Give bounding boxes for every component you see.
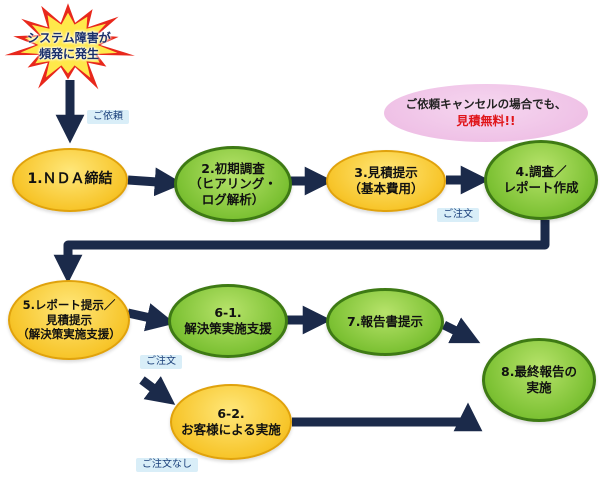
step-1-label: 1.ＮＤＡ締結 xyxy=(27,171,113,188)
step-7-report-submission: 7.報告書提示 xyxy=(326,288,444,356)
free-estimate-emphasis: 見積無料!! xyxy=(456,113,516,128)
step-8-detail: 実施 xyxy=(526,380,552,395)
explosion-burst-core xyxy=(20,12,118,78)
step-2-detail-1: （ヒアリング・ xyxy=(189,176,277,192)
step-5-detail-1: 見積提示 xyxy=(46,312,92,327)
step-8-title: 8.最終報告の xyxy=(501,364,577,380)
arrow-customer-implementation-to-final-report xyxy=(292,402,483,432)
step-6-2-customer-implementation: 6-2. お客様による実施 xyxy=(170,384,292,460)
arrow-report-to-solution-support xyxy=(127,303,176,332)
step-5-title: 5.レポート提示／ xyxy=(22,298,116,313)
step-3-detail: （基本費用） xyxy=(348,181,424,196)
step-5-report-estimate: 5.レポート提示／ 見積提示 （解決策実施支援） xyxy=(8,280,130,360)
step-6-1-title: 解決策実施支援 xyxy=(184,321,272,336)
arrow-report-creation-to-report-presentation xyxy=(53,220,550,284)
step-7-title: 7.報告書提示 xyxy=(347,314,423,330)
arrow-report-submission-to-final-report xyxy=(441,317,481,344)
step-2-initial-survey: 2.初期調査 （ヒアリング・ ログ解析） xyxy=(174,146,292,222)
burst-line-1: システム障害が xyxy=(27,31,111,45)
step-2-detail-2: ログ解析） xyxy=(201,191,265,207)
step-2-title: 2.初期調査 xyxy=(201,160,265,176)
step-5-detail-2: （解決策実施支援） xyxy=(17,327,121,342)
tag-order-1: ご注文 xyxy=(437,208,479,222)
speech-line-1: ご依頼キャンセルの場合でも、 xyxy=(405,96,567,111)
step-4-detail: レポート作成 xyxy=(503,180,579,195)
step-4-title: 4.調査／ xyxy=(515,164,567,180)
free-estimate-speech-bubble: ご依頼キャンセルの場合でも、 見積無料!! xyxy=(384,84,588,142)
step-6-1-number: 6-1. xyxy=(214,305,242,321)
tag-no-order: ご注文なし xyxy=(136,458,198,472)
tag-request: ご依頼 xyxy=(87,110,129,124)
burst-line-2: 頻発に発生 xyxy=(38,47,99,62)
arrow-report-to-customer-implementation xyxy=(139,376,176,405)
step-6-2-title: お客様による実施 xyxy=(181,422,281,437)
step-8-final-report: 8.最終報告の 実施 xyxy=(482,338,596,422)
system-failure-alert-text: システム障害が 頻発に発生 xyxy=(10,30,128,62)
step-3-title: 3.見積提示 xyxy=(354,165,418,181)
tag-order-2: ご注文 xyxy=(140,355,182,369)
step-4-investigation-report: 4.調査／ レポート作成 xyxy=(484,140,598,220)
step-3-estimate: 3.見積提示 （基本費用） xyxy=(326,150,446,212)
step-6-1-solution-support: 6-1. 解決策実施支援 xyxy=(168,284,288,358)
step-1-nda: 1.ＮＤＡ締結 xyxy=(12,148,128,212)
step-6-2-number: 6-2. xyxy=(217,406,245,422)
arrow-nda-to-initial-survey xyxy=(127,167,184,197)
